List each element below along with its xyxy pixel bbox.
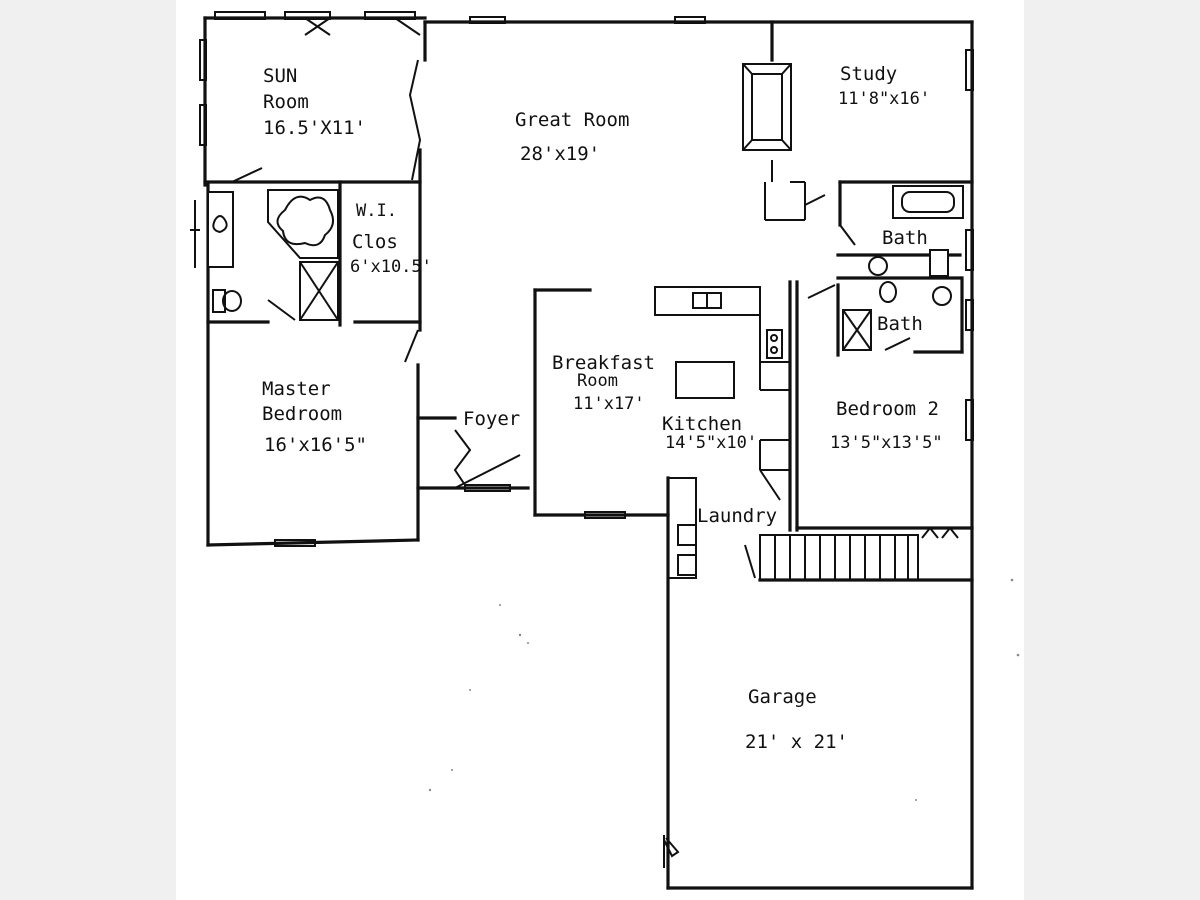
- bedroom2-size: 13'5"x13'5": [830, 433, 943, 453]
- bedroom2-name: Bedroom 2: [836, 398, 939, 420]
- breakfast-name-1: Breakfast: [552, 352, 655, 374]
- kitchen-size: 14'5"x10': [665, 433, 757, 453]
- bath-tub: [892, 185, 964, 219]
- washer: [677, 524, 697, 546]
- windows: [199, 11, 974, 547]
- wi-closet-name-1: W.I.: [356, 201, 397, 221]
- walls: [203, 16, 974, 890]
- study-name: Study: [840, 63, 897, 85]
- wi-closet-size: 6'x10.5': [350, 257, 432, 277]
- foyer-name: Foyer: [463, 408, 520, 430]
- sun-room-name-2: Room: [263, 91, 309, 113]
- bath-upper-name: Bath: [882, 227, 928, 249]
- fixtures: [190, 63, 964, 580]
- laundry-name: Laundry: [697, 505, 777, 527]
- paper-sheet: [176, 0, 1024, 900]
- great-room-size: 28'x19': [520, 143, 600, 165]
- garage-size: 21' x 21': [745, 731, 848, 753]
- master-size: 16'x16'5": [264, 434, 367, 456]
- room-labels: SUN Room 16.5'X11' Great Room 28'x19' St…: [262, 63, 943, 753]
- wi-closet-name-2: Clos: [352, 231, 398, 253]
- kitchen-name: Kitchen: [662, 413, 742, 435]
- dryer: [677, 554, 697, 576]
- great-room-name: Great Room: [515, 109, 629, 131]
- master-name-2: Bedroom: [262, 403, 342, 425]
- fireplace: [742, 63, 792, 151]
- master-toilet: [212, 289, 226, 313]
- arrow-mark-icon: [663, 835, 680, 868]
- garage-name: Garage: [748, 686, 817, 708]
- bath-lower-name: Bath: [877, 313, 923, 335]
- study-size: 11'8"x16': [838, 89, 930, 109]
- master-vanity: [207, 191, 234, 268]
- breakfast-size: 11'x17': [573, 394, 645, 414]
- doors: [231, 17, 959, 579]
- sun-room-size: 16.5'X11': [263, 117, 366, 139]
- scan-specks: [428, 578, 1020, 801]
- sun-room-name-1: SUN: [263, 65, 297, 87]
- master-name-1: Master: [262, 378, 331, 400]
- kitchen-island: [675, 361, 735, 399]
- breakfast-name-2: Room: [577, 371, 618, 391]
